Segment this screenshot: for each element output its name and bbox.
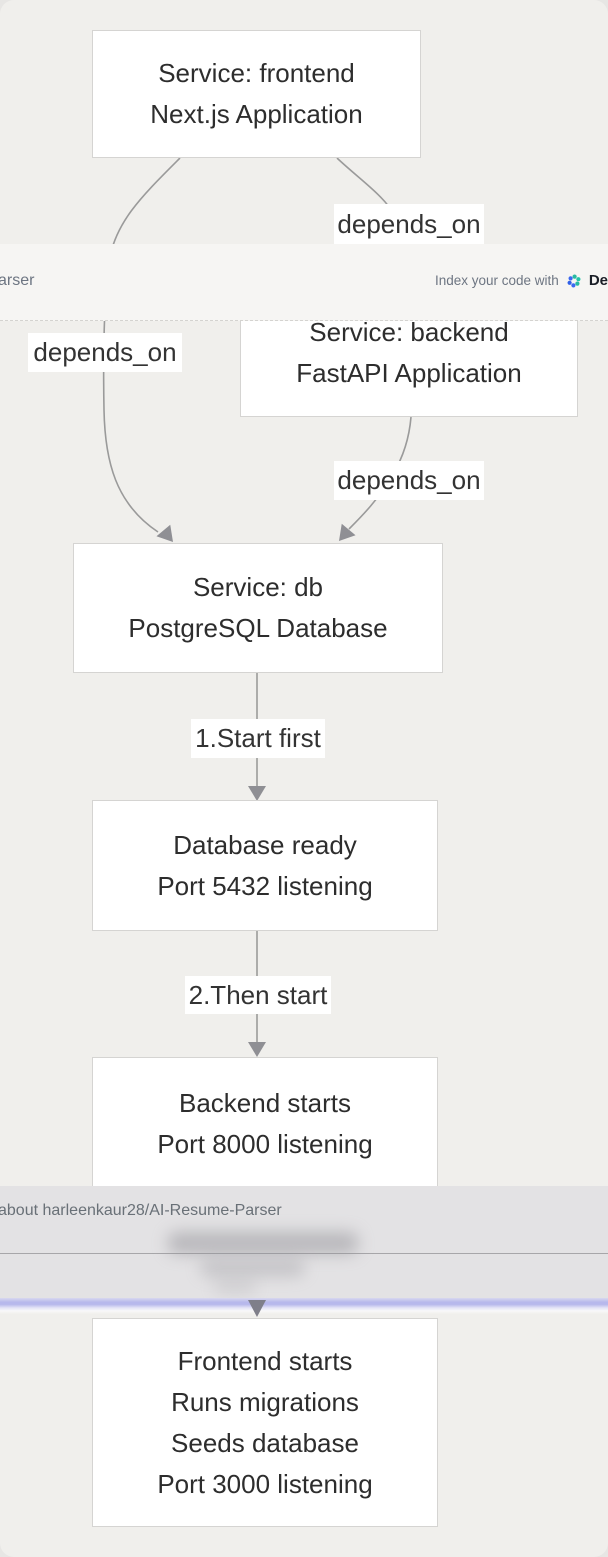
node-line: Port 3000 listening (157, 1468, 373, 1499)
edge-label-depends-on-3: depends_on (334, 461, 484, 500)
edge-label-start-first: 1.Start first (191, 719, 325, 758)
index-code-link[interactable]: Index your code with De (435, 272, 608, 289)
node-line: Service: db (192, 572, 324, 602)
node-line: Service: backend (309, 316, 509, 347)
index-code-label: Index your code with (434, 273, 559, 288)
node-line: Frontend starts (177, 1345, 353, 1376)
arrowhead-db-right (339, 523, 356, 541)
repo-title-fragment: arser (0, 272, 35, 289)
page-header-bar: arser Index your code with De (0, 244, 608, 321)
blurred-text-blob (214, 1282, 256, 1292)
arrowhead-db-left (156, 524, 173, 542)
arrowhead-frontendstarts (248, 1300, 266, 1317)
node-line: Next.js Application (150, 99, 363, 129)
blurred-text-blob (200, 1260, 305, 1276)
edge-label-depends-on-1: depends_on (334, 204, 484, 244)
node-service-db: Service: db PostgreSQL Database (73, 543, 443, 673)
devin-logo-icon (567, 274, 581, 287)
node-line: Port 5432 listening (157, 870, 373, 901)
node-backend-starts: Backend starts Port 8000 listening (92, 1057, 438, 1190)
edge-label-then-start: 2.Then start (185, 976, 331, 1014)
arrowhead-ready (248, 786, 266, 801)
input-focus-glow-band (0, 1298, 608, 1314)
blurred-text-blob (168, 1232, 358, 1254)
edge-label-depends-on-2: depends_on (28, 333, 182, 372)
node-line: PostgreSQL Database (128, 613, 388, 643)
node-line: Runs migrations (171, 1386, 359, 1417)
ask-about-label: about harleenkaur28/AI-Resume-Parser (0, 1202, 282, 1219)
node-frontend-starts: Frontend starts Runs migrations Seeds da… (92, 1318, 438, 1527)
devin-brand-fragment: De (588, 272, 608, 289)
ask-devin-bar[interactable]: about harleenkaur28/AI-Resume-Parser (0, 1186, 608, 1298)
node-line: Port 8000 listening (157, 1128, 373, 1159)
node-service-frontend: Service: frontend Next.js Application (92, 30, 421, 158)
node-line: Database ready (173, 829, 357, 860)
node-line: Seeds database (171, 1427, 359, 1458)
node-database-ready: Database ready Port 5432 listening (92, 800, 438, 931)
node-line: Service: frontend (158, 58, 355, 88)
node-line: FastAPI Application (296, 357, 522, 388)
node-line: Backend starts (179, 1087, 351, 1118)
arrowhead-backendstarts (248, 1042, 266, 1057)
